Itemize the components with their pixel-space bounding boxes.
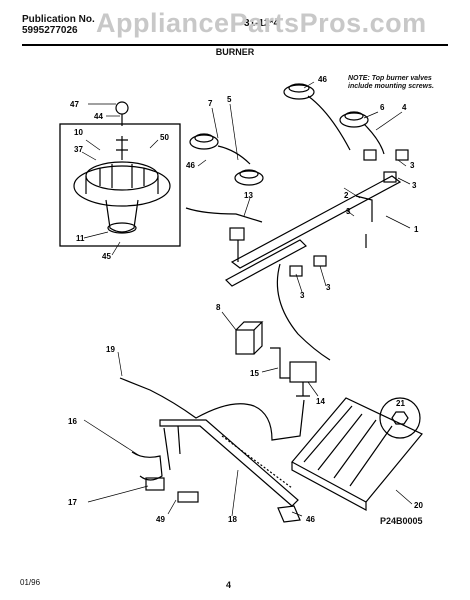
valve-rear-right [395, 149, 409, 161]
top-burner-front [234, 170, 264, 186]
callout-20: 20 [414, 501, 423, 510]
igniter-wire [119, 377, 305, 441]
callout-49: 49 [156, 515, 165, 524]
burner-baffle [291, 397, 423, 503]
callout-11: 11 [76, 234, 85, 243]
callout-50: 50 [160, 133, 169, 142]
callout-46-top: 46 [318, 75, 327, 84]
publication-number: 5995277026 [22, 25, 78, 36]
spark-module [235, 329, 255, 355]
top-burner-right [339, 112, 369, 128]
callout-46-bottom: 46 [306, 515, 315, 524]
callout-5: 5 [227, 95, 232, 104]
callout-3-c: 3 [346, 207, 351, 216]
callout-4: 4 [402, 103, 407, 112]
valve-bracket [270, 347, 290, 379]
header-rule [22, 44, 448, 46]
oven-gas-tube [276, 263, 331, 361]
top-burner-rear [283, 84, 315, 100]
valve-front-right [383, 171, 397, 183]
orifice-hood [229, 227, 245, 241]
oven-valve [289, 361, 317, 383]
burner-venturi [105, 199, 139, 233]
diagram-code: P24B0005 [380, 516, 423, 526]
nut-detail-circle [379, 397, 421, 439]
callout-2: 2 [344, 191, 349, 200]
footer-date: 01/96 [20, 578, 41, 587]
burner-base [73, 165, 171, 207]
valve-rear-left [363, 149, 377, 161]
igniter-wire-lower [131, 451, 163, 481]
callout-37: 37 [74, 145, 83, 154]
burner-tube-front [185, 207, 263, 223]
publication-label: Publication No. 5995277026 [22, 14, 95, 36]
regulator-tube [355, 195, 373, 248]
manifold-bracket [225, 239, 307, 287]
valve-front-left [289, 265, 303, 277]
callout-6: 6 [380, 103, 385, 112]
callout-13: 13 [244, 191, 253, 200]
callout-3-e: 3 [326, 283, 331, 292]
valve-center [313, 255, 327, 267]
burner-tube-right [363, 123, 385, 155]
orifice-fitting [277, 505, 301, 523]
callout-3-d: 3 [300, 291, 305, 300]
callout-14: 14 [316, 397, 325, 406]
igniter [145, 477, 165, 491]
callout-7: 7 [208, 99, 213, 108]
callout-3-b: 3 [412, 181, 417, 190]
callout-3-a: 3 [410, 161, 415, 170]
callout-44: 44 [94, 112, 103, 121]
top-burner-left [189, 134, 219, 150]
nut [391, 411, 409, 425]
igniter-bracket [177, 491, 199, 503]
publication-label-text: Publication No. [22, 14, 95, 25]
callout-47: 47 [70, 100, 79, 109]
callout-15: 15 [250, 369, 259, 378]
burner-cap-detail [116, 136, 128, 160]
callout-labels: 47 44 10 50 37 11 45 7 5 46 46 13 6 4 3 … [68, 75, 423, 524]
cap-screw [115, 101, 129, 115]
model-partial: 31-12*4 [244, 18, 280, 29]
callout-1: 1 [414, 225, 419, 234]
manifold-pipe [230, 175, 402, 269]
page-number: 4 [226, 580, 232, 590]
callout-10: 10 [74, 128, 83, 137]
callout-21: 21 [396, 399, 405, 408]
leader-lines [81, 81, 413, 517]
oven-burner-tube [159, 419, 299, 507]
watermark: AppliancePartsPros.com [96, 8, 427, 38]
callout-46-left: 46 [186, 161, 195, 170]
burner-tube-left [217, 145, 251, 165]
callout-16: 16 [68, 417, 77, 426]
diagram-lines [59, 83, 423, 523]
burner-detail-box [59, 123, 181, 247]
mounting-note: NOTE: Top burner valves include mounting… [348, 75, 434, 90]
callout-18: 18 [228, 515, 237, 524]
callout-19: 19 [106, 345, 115, 354]
callout-45: 45 [102, 252, 111, 261]
callout-17: 17 [68, 498, 77, 507]
section-title: BURNER [215, 47, 255, 57]
callout-8: 8 [216, 303, 221, 312]
burner-tube-rear [307, 95, 351, 151]
